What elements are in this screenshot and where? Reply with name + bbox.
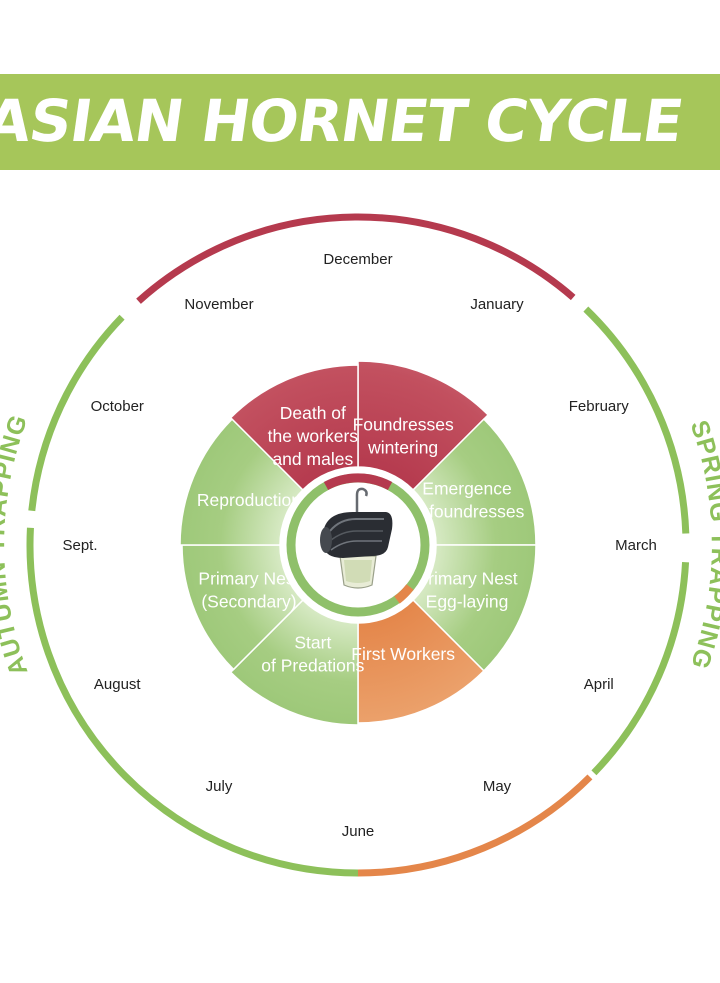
month-label: January xyxy=(470,296,524,313)
center-ring-orange-arc xyxy=(394,584,414,604)
cycle-segments xyxy=(179,360,537,726)
segment-label-line: Egg-laying xyxy=(426,592,509,612)
segment-label-line: First Workers xyxy=(351,644,455,664)
segment-label-line: Start xyxy=(294,633,331,653)
hornet-trap-icon xyxy=(320,487,393,589)
segment-label-line: Emergence xyxy=(422,478,512,498)
segment-2 xyxy=(412,544,537,672)
spring-arc-upper xyxy=(583,306,690,534)
center-hub xyxy=(281,468,435,622)
segment-7 xyxy=(229,364,359,491)
segment-label-3: First Workers xyxy=(351,644,455,664)
month-label: April xyxy=(584,676,614,693)
autumn-arc-upper xyxy=(28,314,125,512)
segment-1 xyxy=(412,418,537,546)
segment-label-line: (Secondary) xyxy=(201,592,296,612)
summer-arc xyxy=(357,774,593,877)
month-label: May xyxy=(483,778,512,795)
month-label: July xyxy=(206,778,233,795)
month-label: March xyxy=(615,537,657,554)
segment-label-line: the workers xyxy=(268,426,359,446)
segment-label-4: Start of Predations xyxy=(261,633,364,676)
segment-0 xyxy=(357,360,490,491)
segment-label-line: Reproduction xyxy=(197,490,301,510)
center-ring-red-arc xyxy=(323,473,393,491)
month-labels: DecemberJanuaryFebruaryMarchAprilMayJune… xyxy=(62,251,656,840)
month-label: November xyxy=(184,296,253,313)
segment-label-line: Primary Nest xyxy=(416,569,517,589)
spring-trapping-label: SPRING TRAPPING xyxy=(685,417,720,673)
segment-label-0: Foundresses wintering xyxy=(353,414,454,457)
title-banner: ASIAN HORNET CYCLE xyxy=(0,74,720,170)
month-label: February xyxy=(569,398,630,415)
segment-label-6: Reproduction xyxy=(197,490,301,510)
segment-label-line: Death of xyxy=(280,403,346,423)
segment-label-7: Death of the workers and males xyxy=(268,403,359,469)
segment-label-1: Emergence of foundresses xyxy=(410,478,525,521)
segment-4 xyxy=(229,599,359,726)
segment-label-line: of foundresses xyxy=(410,501,525,521)
month-label: December xyxy=(323,251,392,268)
spring-arc-lower xyxy=(591,561,690,776)
trapping-season-arcs xyxy=(26,213,690,877)
segment-label-line: of Predations xyxy=(261,656,364,676)
month-label: October xyxy=(91,398,144,415)
segment-5 xyxy=(181,544,304,671)
segment-label-line: Primary Nest xyxy=(198,569,299,589)
winter-arc xyxy=(136,213,576,304)
segment-label-line: Foundresses xyxy=(353,414,454,434)
segment-label-line: and males xyxy=(272,449,353,469)
month-label: June xyxy=(342,823,375,840)
month-label: August xyxy=(94,676,142,693)
segment-3 xyxy=(357,599,485,724)
segment-6 xyxy=(179,418,304,546)
month-label: Sept. xyxy=(62,537,97,554)
segment-label-line: wintering xyxy=(367,437,438,457)
autumn-arc-lower xyxy=(26,527,359,877)
segment-label-5: Primary Nest (Secondary) xyxy=(198,569,299,612)
